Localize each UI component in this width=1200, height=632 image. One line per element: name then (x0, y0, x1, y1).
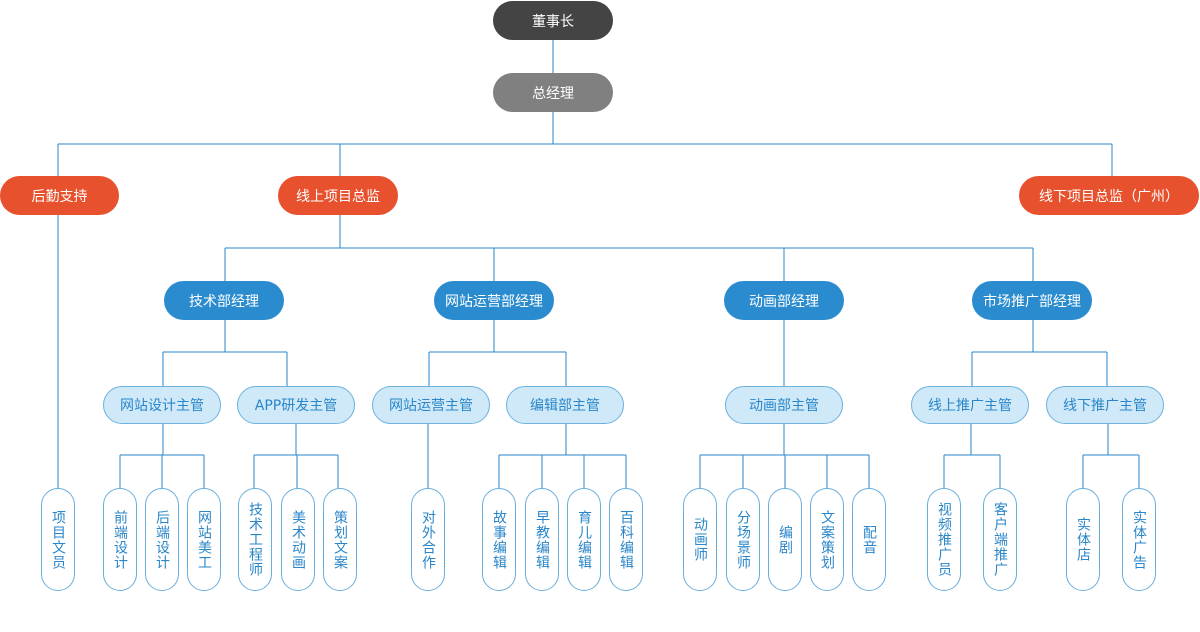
leaf-backend-design: 后端设计 (145, 488, 179, 591)
node-tech-manager: 技术部经理 (164, 281, 284, 320)
leaf-early-education-editor: 早教编辑 (525, 488, 559, 591)
node-online-project-director: 线上项目总监 (278, 176, 398, 215)
leaf-parenting-editor: 育儿编辑 (567, 488, 601, 591)
leaf-storyboard-artist: 分场景师 (726, 488, 760, 591)
leaf-voice-over: 配音 (852, 488, 886, 591)
leaf-copy-planning: 文案策划 (810, 488, 844, 591)
node-offline-project-director: 线下项目总监（广州） (1019, 176, 1199, 215)
node-web-ops-supervisor: 网站运营主管 (372, 386, 490, 424)
node-marketing-manager: 市场推广部经理 (972, 281, 1092, 320)
node-web-design-supervisor: 网站设计主管 (103, 386, 221, 424)
leaf-external-cooperation: 对外合作 (411, 488, 445, 591)
node-online-promo-supervisor: 线上推广主管 (911, 386, 1029, 424)
node-editorial-supervisor: 编辑部主管 (506, 386, 624, 424)
node-logistics-support: 后勤支持 (0, 176, 119, 215)
leaf-frontend-design: 前端设计 (103, 488, 137, 591)
leaf-planning-copy: 策划文案 (323, 488, 357, 591)
leaf-physical-advertising: 实体广告 (1122, 488, 1156, 591)
leaf-tech-engineer: 技术工程师 (238, 488, 272, 591)
node-ceo: 董事长 (493, 1, 613, 40)
leaf-web-art: 网站美工 (187, 488, 221, 591)
node-animation-manager: 动画部经理 (724, 281, 844, 320)
leaf-encyclopedia-editor: 百科编辑 (609, 488, 643, 591)
leaf-story-editor: 故事编辑 (482, 488, 516, 591)
leaf-video-promoter: 视频推广员 (927, 488, 961, 591)
node-offline-promo-supervisor: 线下推广主管 (1046, 386, 1164, 424)
leaf-animator: 动画师 (683, 488, 717, 591)
leaf-client-promotion: 客户端推广 (983, 488, 1017, 591)
leaf-physical-store: 实体店 (1066, 488, 1100, 591)
node-app-dev-supervisor: APP研发主管 (237, 386, 355, 424)
node-animation-supervisor: 动画部主管 (725, 386, 843, 424)
node-general-manager: 总经理 (493, 73, 613, 112)
leaf-project-clerk: 项目文员 (41, 488, 75, 591)
node-web-ops-manager: 网站运营部经理 (434, 281, 554, 320)
leaf-screenwriter: 编剧 (768, 488, 802, 591)
leaf-art-animation: 美术动画 (281, 488, 315, 591)
